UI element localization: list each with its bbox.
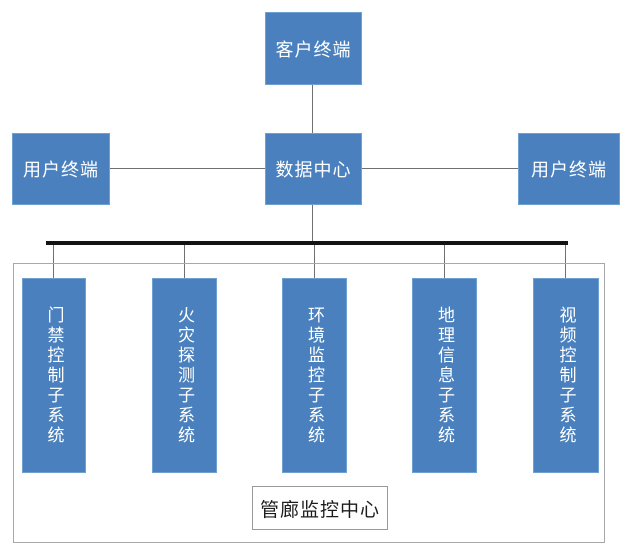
node-subsystem-fire-detection-label: 火灾探测子系统 (175, 305, 194, 446)
connector-bus-to-subsystem-4 (444, 245, 445, 278)
monitoring-center-title: 管廊监控中心 (259, 499, 380, 521)
node-subsystem-video-control: 视频控制子系统 (533, 278, 599, 473)
node-data-center-label: 数据中心 (275, 160, 352, 180)
connector-bus-to-subsystem-1 (53, 245, 54, 278)
node-subsystem-environment-monitoring-label: 环境监控子系统 (305, 305, 324, 446)
node-subsystem-geographic-information: 地理信息子系统 (412, 278, 477, 473)
node-subsystem-access-control: 门禁控制子系统 (22, 278, 86, 473)
monitoring-center-title-box: 管廊监控中心 (252, 486, 388, 530)
node-user-terminal-right-label: 用户终端 (531, 160, 607, 180)
node-client-terminal-label: 客户终端 (275, 39, 352, 60)
node-user-terminal-left: 用户终端 (12, 133, 110, 205)
connector-client-to-datacenter (312, 85, 313, 133)
node-user-terminal-right: 用户终端 (518, 133, 620, 205)
connector-datacenter-to-userright (362, 168, 518, 169)
node-user-terminal-left-label: 用户终端 (23, 160, 99, 180)
node-client-terminal: 客户终端 (265, 12, 362, 85)
connector-datacenter-to-bus (312, 205, 313, 241)
node-subsystem-access-control-label: 门禁控制子系统 (44, 305, 64, 446)
bus-line (46, 241, 568, 245)
node-data-center: 数据中心 (265, 133, 362, 205)
connector-bus-to-subsystem-5 (565, 245, 566, 278)
connector-bus-to-subsystem-2 (184, 245, 185, 278)
node-subsystem-fire-detection: 火灾探测子系统 (152, 278, 217, 473)
connector-bus-to-subsystem-3 (314, 245, 315, 278)
node-subsystem-video-control-label: 视频控制子系统 (556, 305, 576, 446)
connector-userleft-to-datacenter (110, 168, 265, 169)
node-subsystem-environment-monitoring: 环境监控子系统 (282, 278, 347, 473)
monitoring-center-container (13, 263, 605, 543)
node-subsystem-geographic-information-label: 地理信息子系统 (435, 305, 454, 446)
